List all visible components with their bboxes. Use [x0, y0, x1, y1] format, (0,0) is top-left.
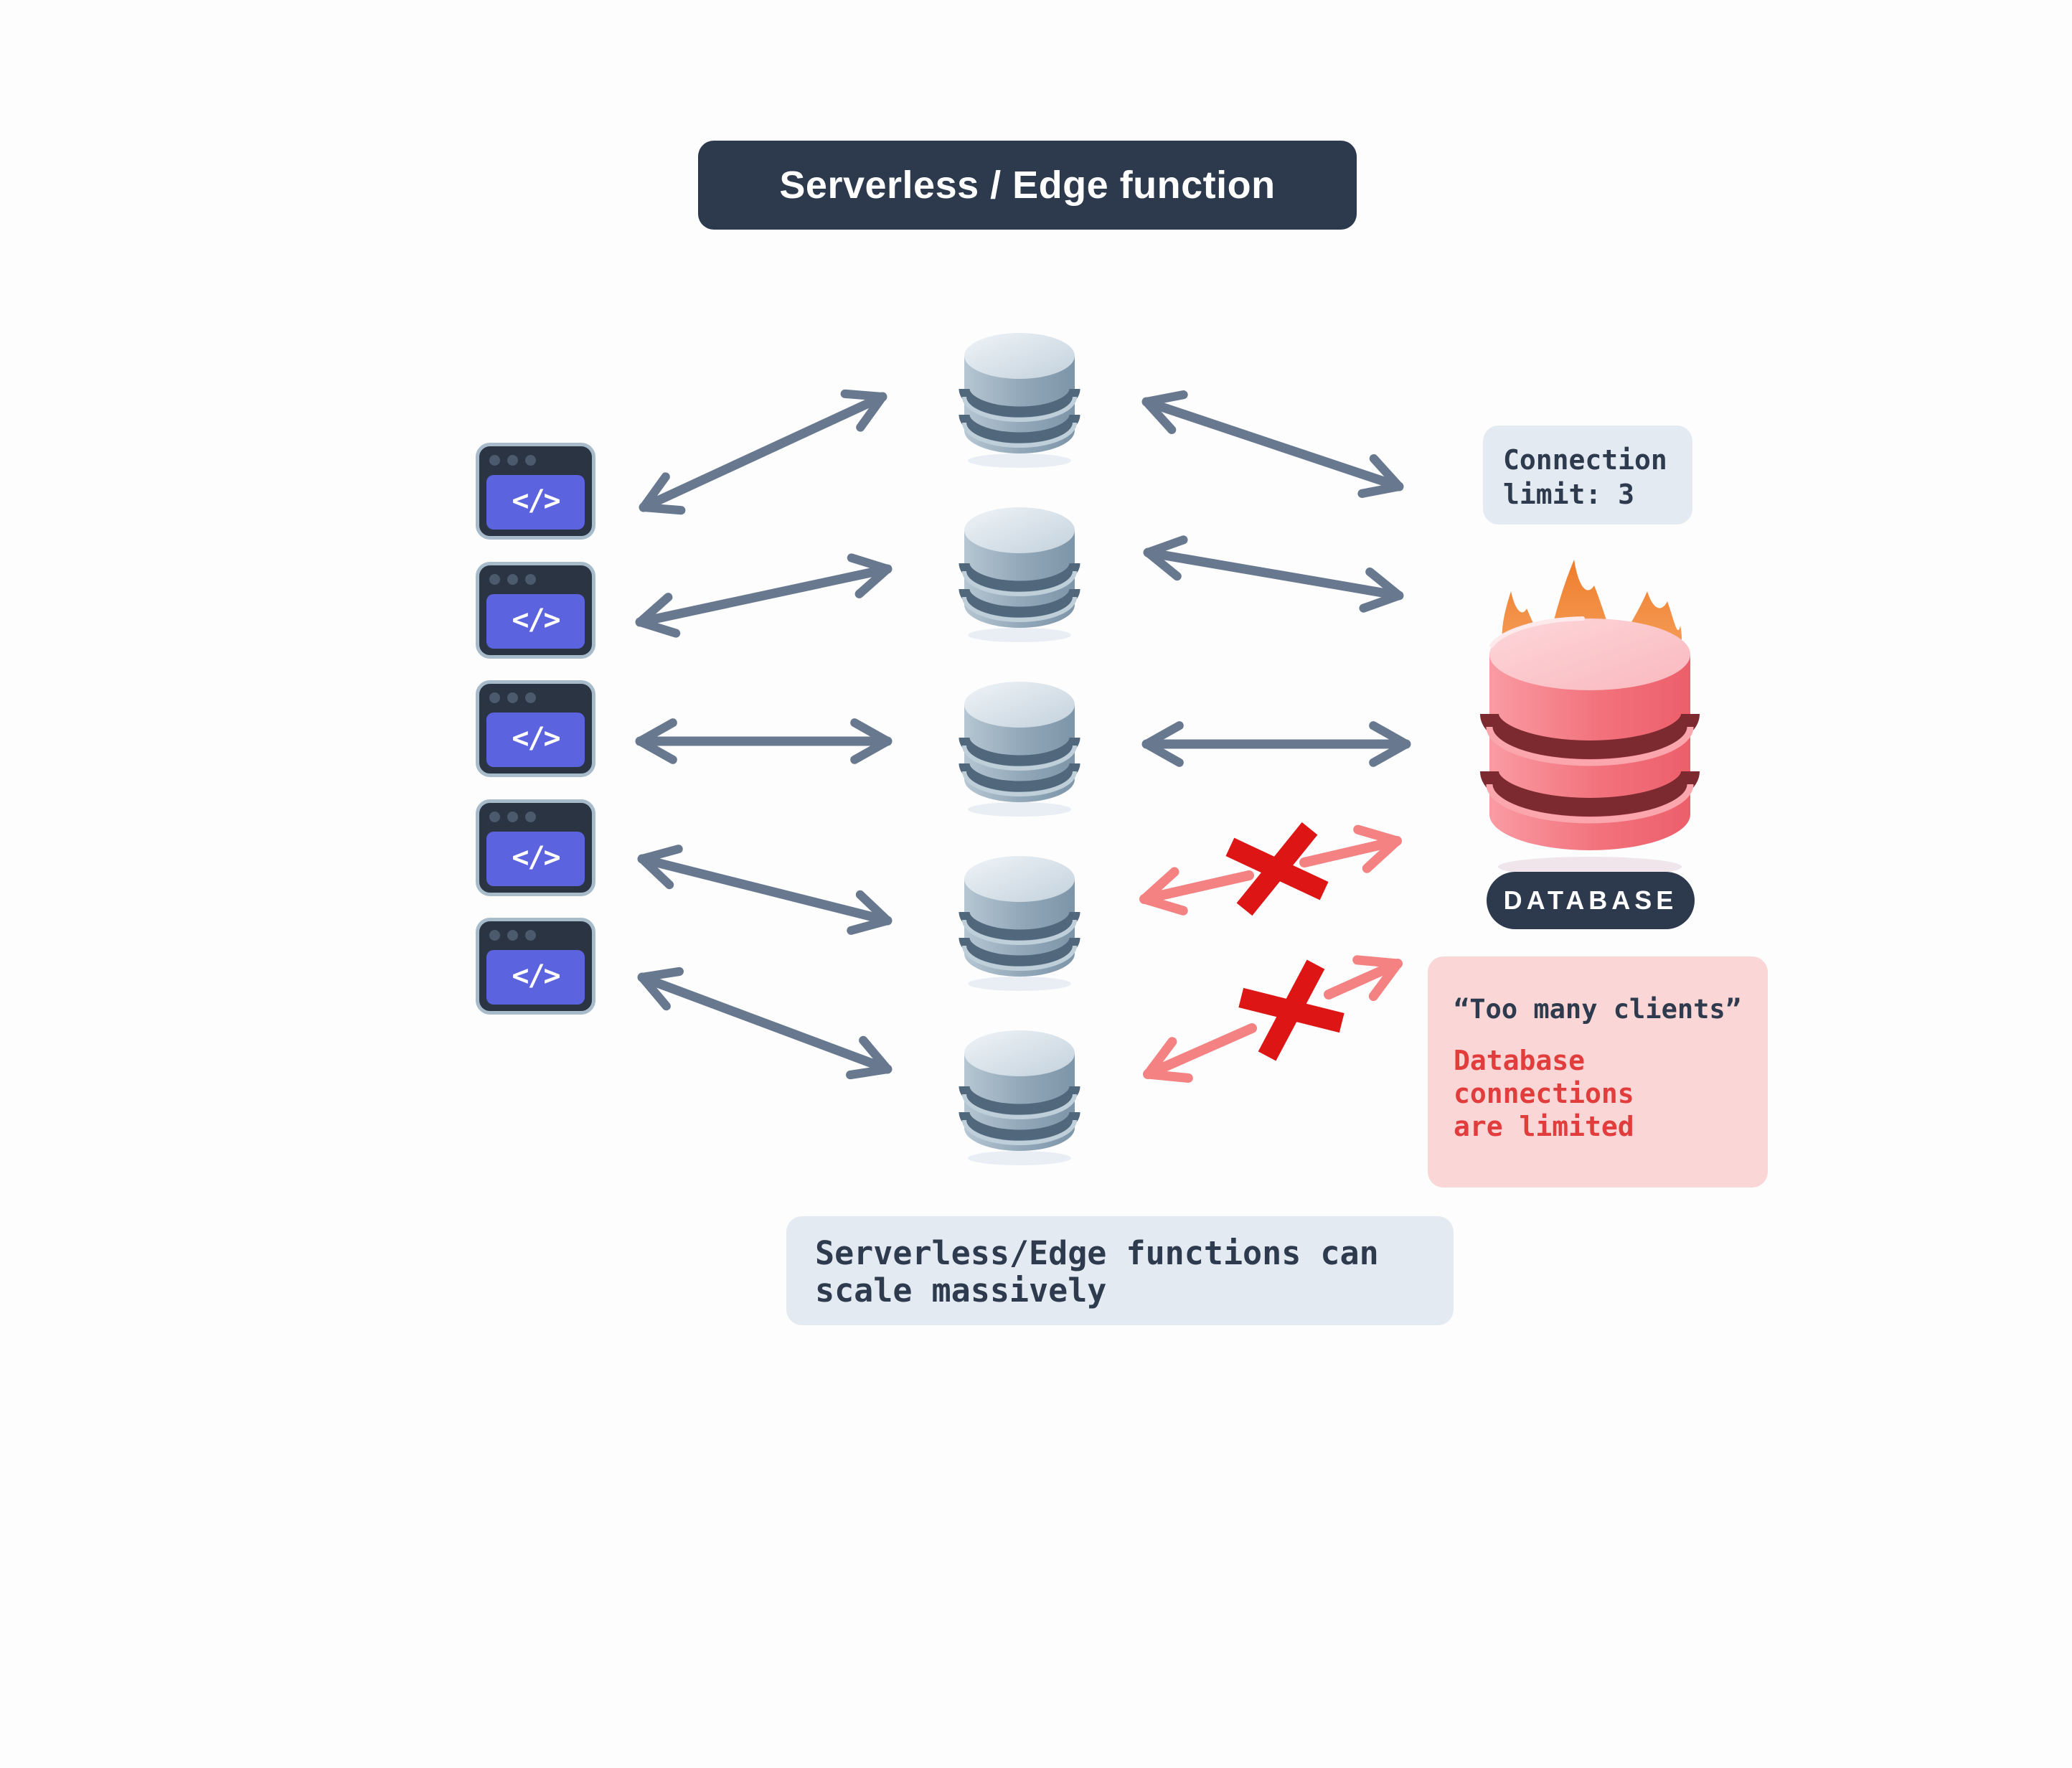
caption-line1: Serverless/Edge functions can [815, 1234, 1379, 1272]
pooler-2 database-cylinder-icon [959, 500, 1080, 644]
arrow-function1-pooler1 [639, 389, 887, 515]
database-label: DATABASE [1503, 885, 1678, 915]
arrow-function2-pooler2 [635, 553, 893, 638]
caption-line2: scale massively [815, 1271, 1107, 1309]
error-detail-line3: are limited [1454, 1111, 1634, 1142]
connection-limit-line1: Connection [1503, 444, 1667, 476]
function-client-3 code-window-icon: </> [476, 680, 595, 777]
pooler-1 database-cylinder-icon [959, 326, 1080, 469]
arrow-pooler4-database-blocked [1299, 824, 1402, 873]
function-client-5 code-window-icon: </> [476, 918, 595, 1015]
code-glyph: </> [512, 841, 560, 874]
code-glyph: </> [512, 722, 560, 755]
pooler-3 database-cylinder-icon [959, 674, 1080, 818]
arrow-pooler2-database [1143, 535, 1404, 613]
pooler-4 database-cylinder-icon [959, 849, 1080, 992]
function-client-1 code-window-icon: </> [476, 443, 595, 540]
arrow-pooler5-database-blocked [1143, 1023, 1257, 1083]
database-label-pill: DATABASE [1487, 872, 1695, 929]
error-quote: “Too many clients” [1454, 994, 1741, 1025]
blocked-x-icon [1225, 822, 1329, 916]
caption-note: Serverless/Edge functions can scale mass… [786, 1216, 1454, 1325]
code-glyph: </> [512, 603, 560, 636]
code-glyph: </> [512, 959, 560, 992]
code-panel: </> [486, 950, 585, 1005]
connection-limit-note: Connection limit: 3 [1483, 425, 1692, 525]
blocked-x-icon [1238, 959, 1345, 1061]
database-on-fire-icon [1480, 560, 1700, 877]
diagram-title: Serverless / Edge function [698, 141, 1357, 230]
window-dots [489, 574, 536, 585]
code-panel: </> [486, 475, 585, 530]
window-dots [489, 930, 536, 941]
code-panel: </> [486, 594, 585, 649]
arrow-pooler4-database-blocked [1139, 867, 1254, 916]
code-panel: </> [486, 832, 585, 886]
arrow-function4-pooler4 [637, 845, 893, 935]
connection-limit-line2: limit: 3 [1503, 479, 1635, 510]
arrow-pooler5-database-blocked [1324, 955, 1403, 1001]
function-client-2 code-window-icon: </> [476, 562, 595, 659]
error-detail-line1: Database [1454, 1045, 1586, 1076]
pooler-5 database-cylinder-icon [959, 1023, 1080, 1167]
error-note: “Too many clients” Database connections … [1428, 956, 1768, 1188]
window-dots [489, 812, 536, 822]
code-glyph: </> [512, 484, 560, 517]
error-detail-line2: connections [1454, 1078, 1634, 1109]
diagram-title-text: Serverless / Edge function [779, 164, 1276, 207]
function-client-4 code-window-icon: </> [476, 799, 595, 896]
window-dots [489, 455, 536, 466]
code-panel: </> [486, 713, 585, 767]
arrow-pooler1-database [1141, 390, 1404, 498]
arrow-function5-pooler5 [637, 967, 893, 1080]
window-dots [489, 692, 536, 703]
